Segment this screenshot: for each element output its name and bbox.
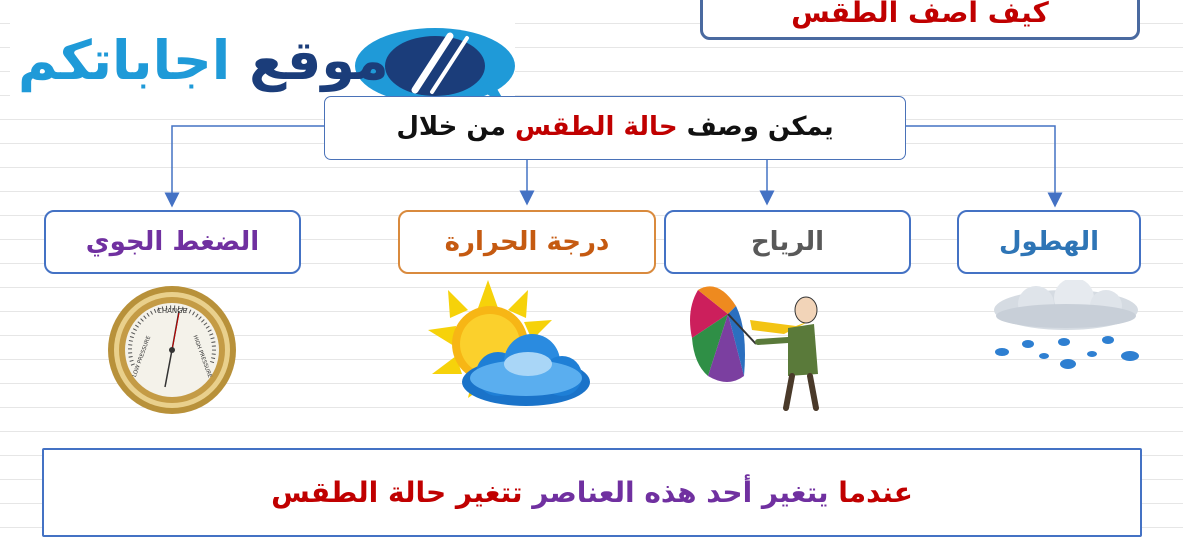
connector-pressure (164, 125, 324, 208)
main-statement-box: يمكن وصف حالة الطقس من خلال (324, 96, 906, 160)
category-wind: الرياح (664, 210, 911, 274)
title-box: كيف أصف الطقس (700, 0, 1140, 40)
category-precipitation: الهطول (957, 210, 1141, 274)
gauge-label-change: CHANGE (157, 307, 187, 315)
logo-word-2: اجاباتكم (18, 29, 231, 92)
rain-cloud-icon (994, 280, 1139, 369)
logo-word-1: موقع (249, 29, 389, 92)
conclusion-part-2: يتغير أحد هذه العناصر (532, 476, 829, 509)
conclusion-part-3: تتغير حالة الطقس (271, 476, 523, 509)
logo-text: موقع اجاباتكم (18, 26, 389, 96)
category-pressure: الضغط الجوي (44, 210, 301, 274)
barometer-icon: CHANGE LOW PRESSURE HIGH PRESSURE (108, 286, 236, 414)
pen-icon (411, 32, 454, 94)
main-suffix: من خلال (396, 112, 506, 142)
pen-icon-2 (430, 36, 469, 94)
main-prefix: يمكن وصف (686, 112, 834, 142)
conclusion-box: عندما يتغير أحد هذه العناصر تتغير حالة ا… (42, 448, 1142, 537)
category-temperature: درجة الحرارة (398, 210, 656, 274)
main-highlight: حالة الطقس (515, 112, 678, 142)
wind-person-icon (690, 286, 819, 411)
conclusion-part-1: عندما (838, 476, 913, 509)
sun-cloud-icon (428, 280, 590, 406)
connector-precipitation (906, 125, 1063, 208)
page-title: كيف أصف الطقس (791, 0, 1049, 29)
